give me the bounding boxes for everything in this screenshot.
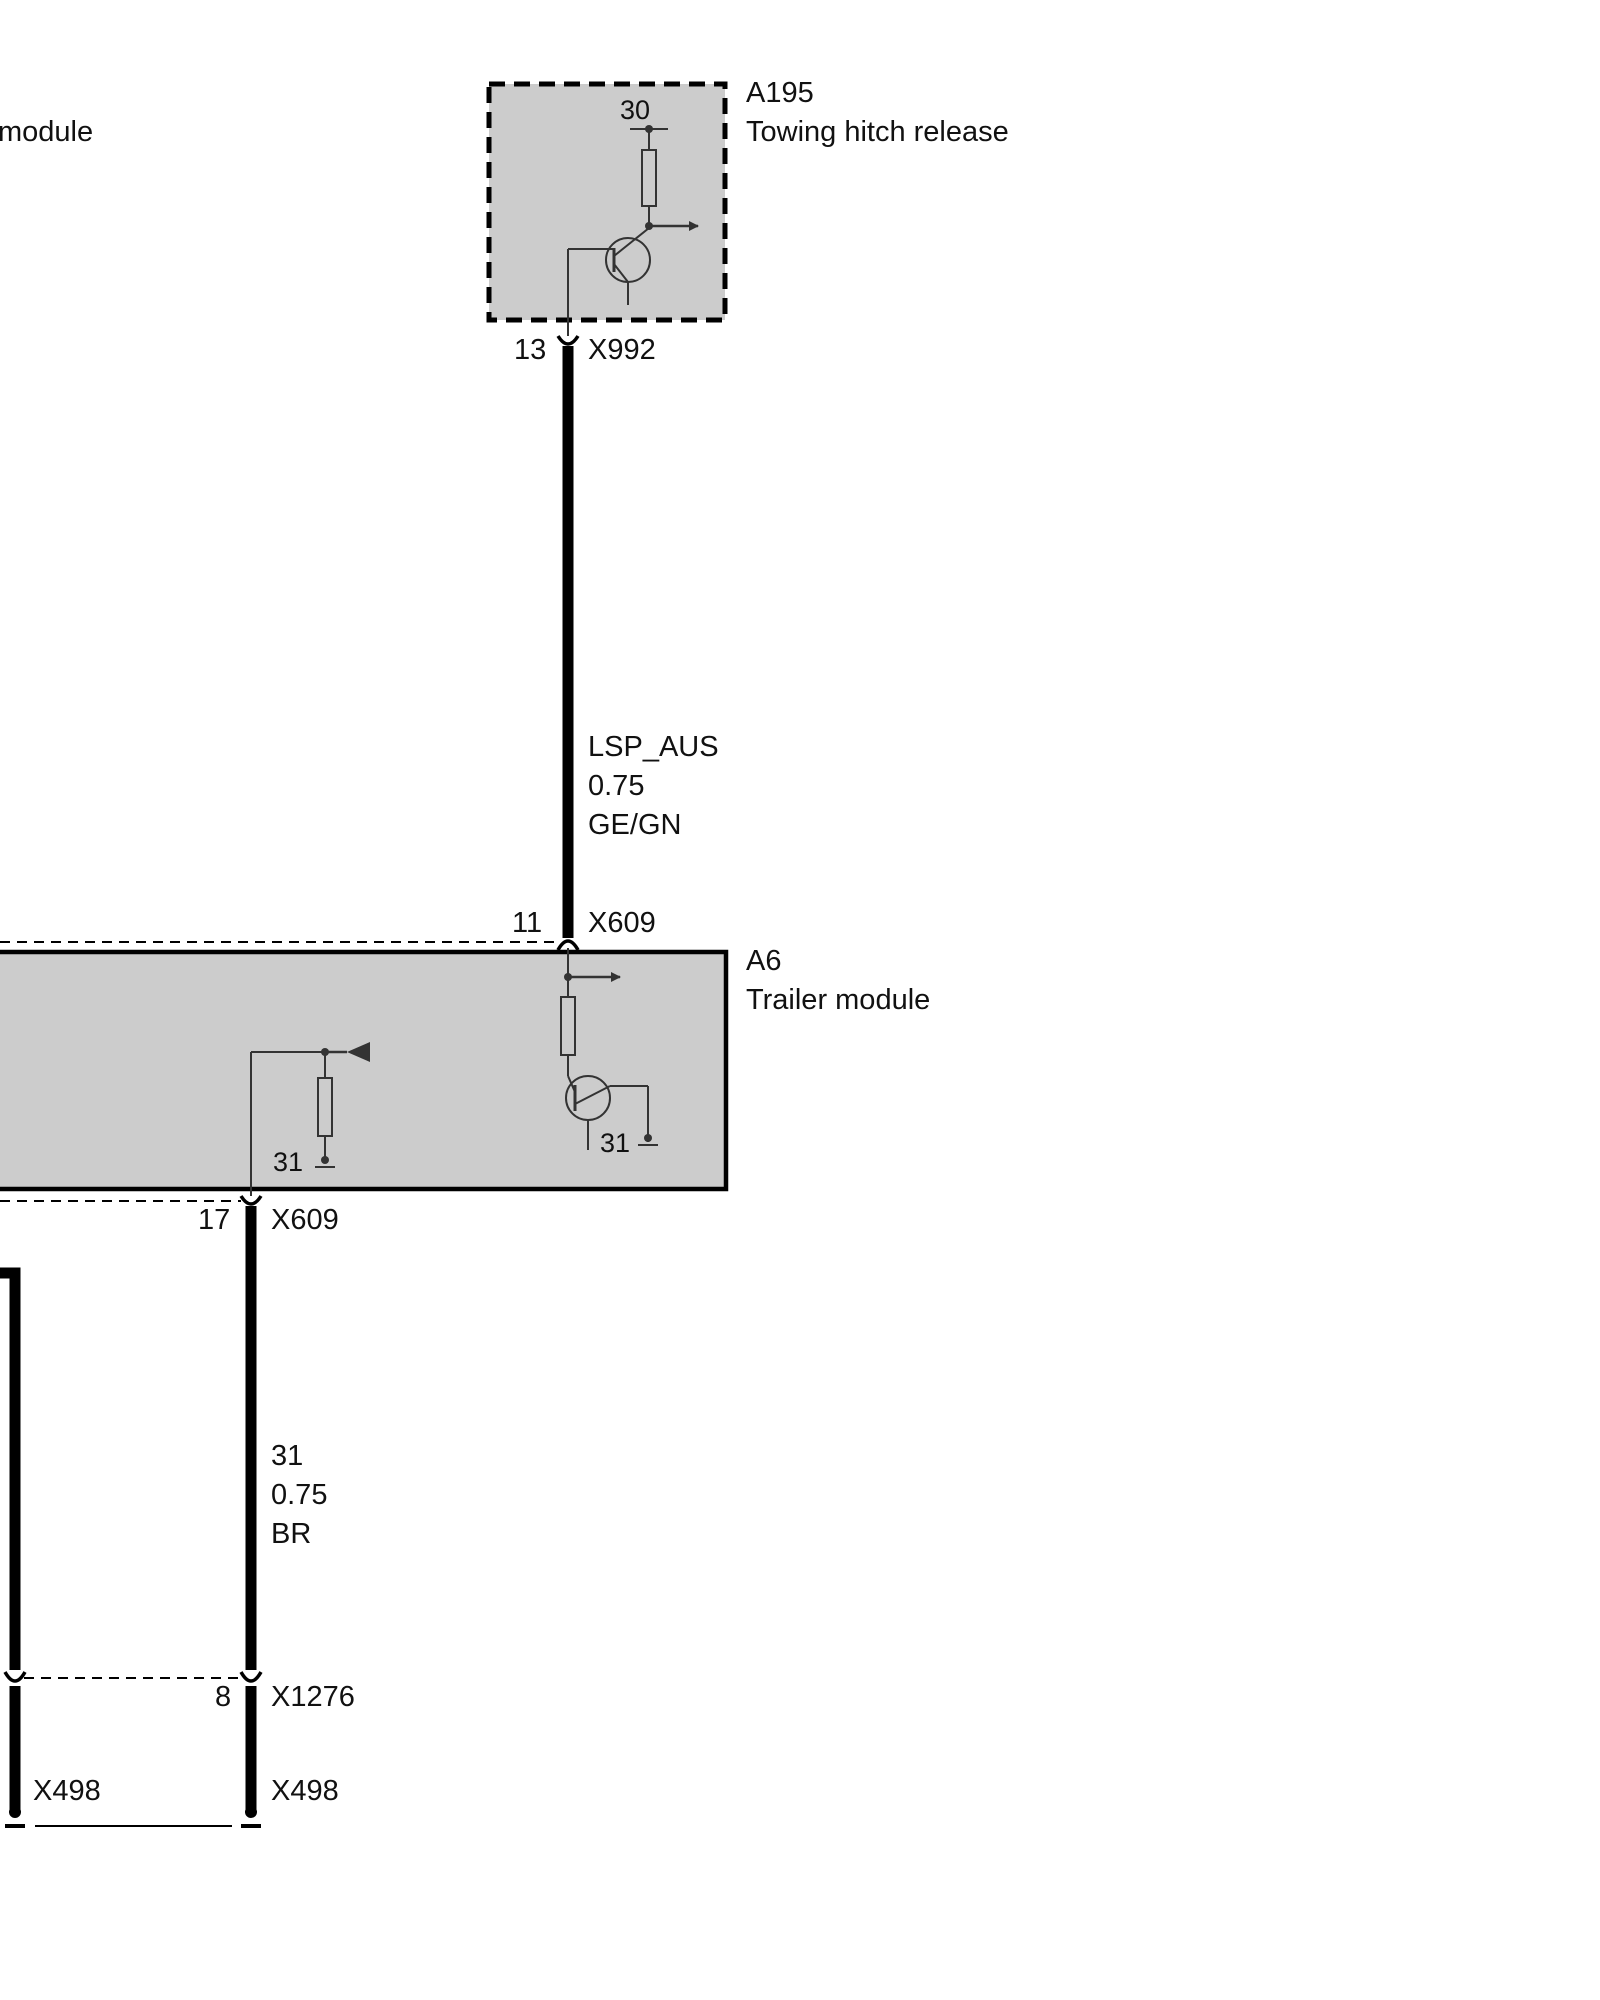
a195-name: Towing hitch release [746, 116, 1009, 148]
wire-left-partial [0, 1267, 21, 1670]
a6-input-circuit-icon [250, 1042, 370, 1196]
x498-left-label: X498 [33, 1775, 101, 1807]
wire-ground-signal: 31 [271, 1440, 303, 1472]
x992-pin: 13 [514, 334, 546, 366]
x1276-pin: 8 [215, 1681, 231, 1713]
left-module-label: module [0, 116, 93, 148]
x609-bottom-pin: 17 [198, 1204, 230, 1236]
a195-terminal-30: 30 [620, 95, 650, 125]
connector-x498: X498 X498 [5, 1775, 339, 1828]
x498-right-splice-icon [245, 1806, 257, 1818]
x609-bottom-label: X609 [271, 1204, 339, 1236]
a195-id: A195 [746, 77, 814, 109]
x992-label: X992 [588, 334, 656, 366]
a6-ground-left: 31 [273, 1147, 303, 1177]
a6-id: A6 [746, 945, 781, 977]
wire-lsp-signal: LSP_AUS [588, 731, 719, 763]
a6-component: 31 31 A6 Trailer module [0, 945, 930, 1196]
a6-name: Trailer module [746, 984, 930, 1016]
connector-x609-bottom: 17 X609 [0, 1195, 339, 1236]
x498-left-splice-icon [9, 1806, 21, 1818]
a6-housing [0, 949, 729, 1192]
a6-output-circuit-icon [560, 948, 658, 1150]
a195-housing [486, 81, 728, 323]
wire-lsp-gauge: 0.75 [588, 770, 644, 802]
a195-internal-circuit-icon [567, 125, 699, 336]
wire-ground-gauge: 0.75 [271, 1479, 327, 1511]
x1276-label: X1276 [271, 1681, 355, 1713]
connector-x992: 13 X992 [514, 334, 656, 366]
x609-top-pin: 11 [512, 907, 542, 939]
a6-ground-right: 31 [600, 1128, 630, 1158]
x609-top-label: X609 [588, 907, 656, 939]
a195-component: 30 A195 Towing hitch release [486, 77, 1009, 336]
wire-ground-color: BR [271, 1518, 311, 1550]
x498-right-label: X498 [271, 1775, 339, 1807]
connector-x1276: 8 X1276 [3, 1671, 355, 1713]
connector-x609-top: 11 X609 [0, 907, 656, 951]
wire-lsp-color: GE/GN [588, 809, 681, 841]
